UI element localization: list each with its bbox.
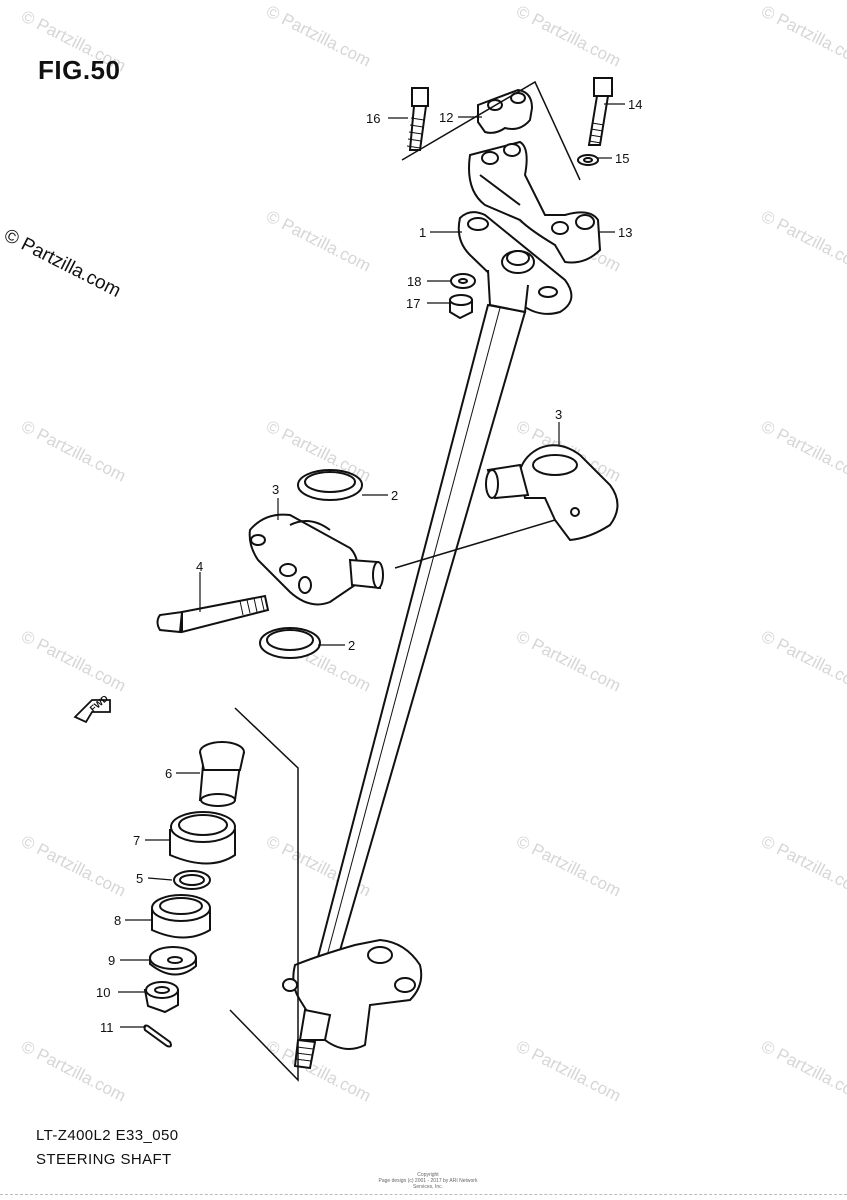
callout-3: 3 [272, 482, 279, 497]
callout-15: 15 [615, 151, 629, 166]
callout-2: 2 [348, 638, 355, 653]
watermark: © Partzilla.com [18, 627, 129, 696]
callout-4: 4 [196, 559, 203, 574]
watermark: © Partzilla.com [18, 1037, 129, 1106]
watermark: © Partzilla.com [513, 2, 624, 71]
copyright-line-2: Page design (c) 2001 - 2017 by ARI Netwo… [378, 1178, 478, 1190]
callout-12: 12 [439, 110, 453, 125]
diagram-caption: STEERING SHAFT [36, 1151, 172, 1168]
watermark: © Partzilla.com [758, 417, 847, 486]
watermark: © Partzilla.com [18, 417, 129, 486]
watermark: © Partzilla.com [263, 2, 374, 71]
callout-17: 17 [406, 296, 420, 311]
watermark: © Partzilla.com [758, 2, 847, 71]
bolt-16 [406, 87, 429, 151]
watermark: © Partzilla.com [758, 627, 847, 696]
callout-7: 7 [133, 833, 140, 848]
copyright-notice: Copyright Page design (c) 2001 - 2017 by… [368, 1172, 488, 1190]
seal-2-upper [297, 469, 363, 501]
watermark: © Partzilla.com [758, 1037, 847, 1106]
cotter-pin-11 [143, 1024, 172, 1048]
washer-15 [577, 154, 599, 166]
callout-5: 5 [136, 871, 143, 886]
bottom-rule [0, 1194, 847, 1195]
callout-2: 2 [391, 488, 398, 503]
bushing-holder-left [248, 513, 384, 606]
seal-2-lower [259, 627, 321, 659]
watermark: © Partzilla.com [513, 627, 624, 696]
callout-labels: 1 2 2 3 3 4 5 6 7 8 9 10 11 12 13 14 15 … [96, 97, 642, 1035]
callout-18: 18 [407, 274, 421, 289]
lower-pivot [282, 938, 423, 1070]
callout-16: 16 [366, 111, 380, 126]
callout-10: 10 [96, 985, 110, 1000]
watermark: © Partzilla.com [513, 832, 624, 901]
handlebar-holder-upper [477, 88, 534, 134]
bearing-7 [169, 811, 236, 865]
fwd-arrow-icon: FWD [73, 693, 111, 724]
watermark: © Partzilla.com [18, 832, 129, 901]
bolt-14 [587, 77, 613, 146]
bushing-holder-right [394, 444, 619, 569]
watermark: © Partzilla.com [513, 1037, 624, 1106]
figure-title: FIG.50 [38, 55, 121, 85]
callout-3: 3 [555, 407, 562, 422]
watermark: © Partzilla.com [758, 207, 847, 276]
bearing-8 [151, 894, 211, 939]
bushing-6 [198, 741, 245, 807]
washer-9 [149, 946, 197, 976]
seal-5 [173, 870, 211, 890]
watermark: © Partzilla.com [758, 832, 847, 901]
bolt-4 [156, 594, 270, 634]
callout-leaders [118, 103, 625, 1028]
assembly-frame [401, 80, 581, 181]
lower-frame [229, 707, 299, 1082]
callout-13: 13 [618, 225, 632, 240]
callout-1: 1 [419, 225, 426, 240]
callout-8: 8 [114, 913, 121, 928]
upper-bracket [457, 211, 573, 315]
nut-10 [143, 981, 179, 1014]
copyright-line-1: Copyright [417, 1172, 439, 1178]
callout-14: 14 [628, 97, 642, 112]
watermark: © Partzilla.com [263, 207, 374, 276]
nut-17 [449, 294, 473, 320]
washer-18 [450, 273, 476, 289]
callout-6: 6 [165, 766, 172, 781]
callout-9: 9 [108, 953, 115, 968]
model-code: LT-Z400L2 E33_050 [36, 1127, 179, 1144]
callout-11: 11 [100, 1020, 114, 1035]
handlebar-holder-lower [468, 140, 602, 264]
